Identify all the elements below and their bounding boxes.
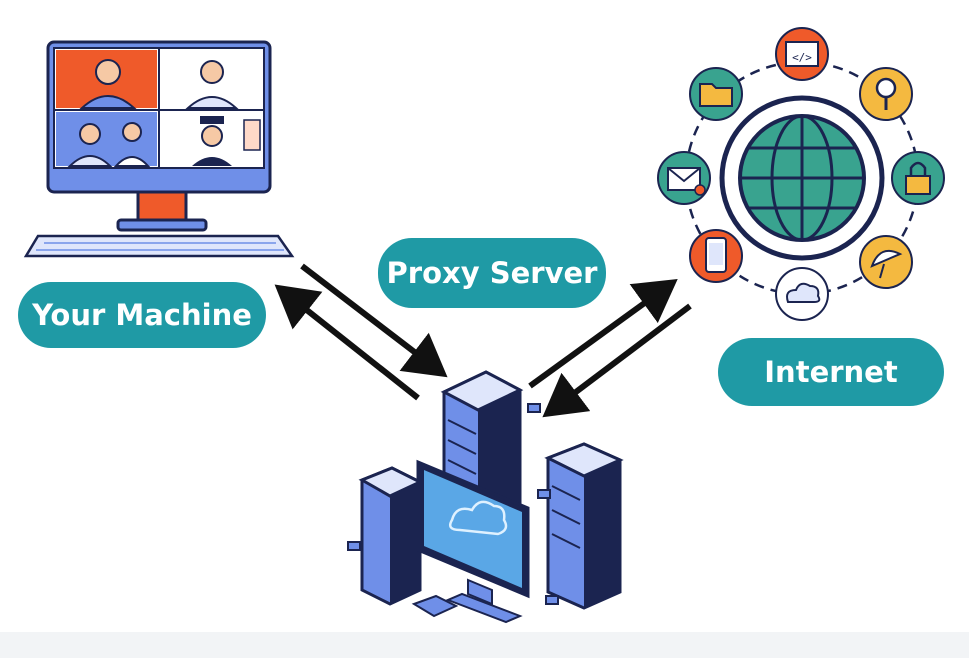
smartphone-icon <box>689 229 743 283</box>
search-icon <box>859 67 913 121</box>
svg-text:</>: </> <box>792 51 812 64</box>
label-proxy-server: Proxy Server <box>378 238 606 308</box>
lock-icon <box>891 151 945 205</box>
folder-icon <box>689 67 743 121</box>
keyboard-icon <box>23 234 295 258</box>
bottom-strip <box>0 632 969 658</box>
satellite-dish-icon <box>859 235 913 289</box>
globe-icon <box>738 114 866 242</box>
arrow-proxy-to-internet <box>528 278 678 389</box>
internet-network: </> <box>657 27 945 321</box>
arrow-machine-to-proxy <box>300 263 448 378</box>
server-rack-cloud-icon <box>347 370 624 624</box>
email-icon <box>657 151 711 205</box>
label-internet: Internet <box>718 338 944 406</box>
code-window-icon: </> <box>775 27 829 81</box>
arrow-internet-to-proxy <box>542 303 692 418</box>
monitor-video-call-icon <box>46 40 272 232</box>
connection-arrows <box>274 263 692 418</box>
cloud-icon <box>775 267 829 321</box>
arrow-proxy-to-machine <box>274 284 420 401</box>
label-your-machine: Your Machine <box>18 282 266 348</box>
